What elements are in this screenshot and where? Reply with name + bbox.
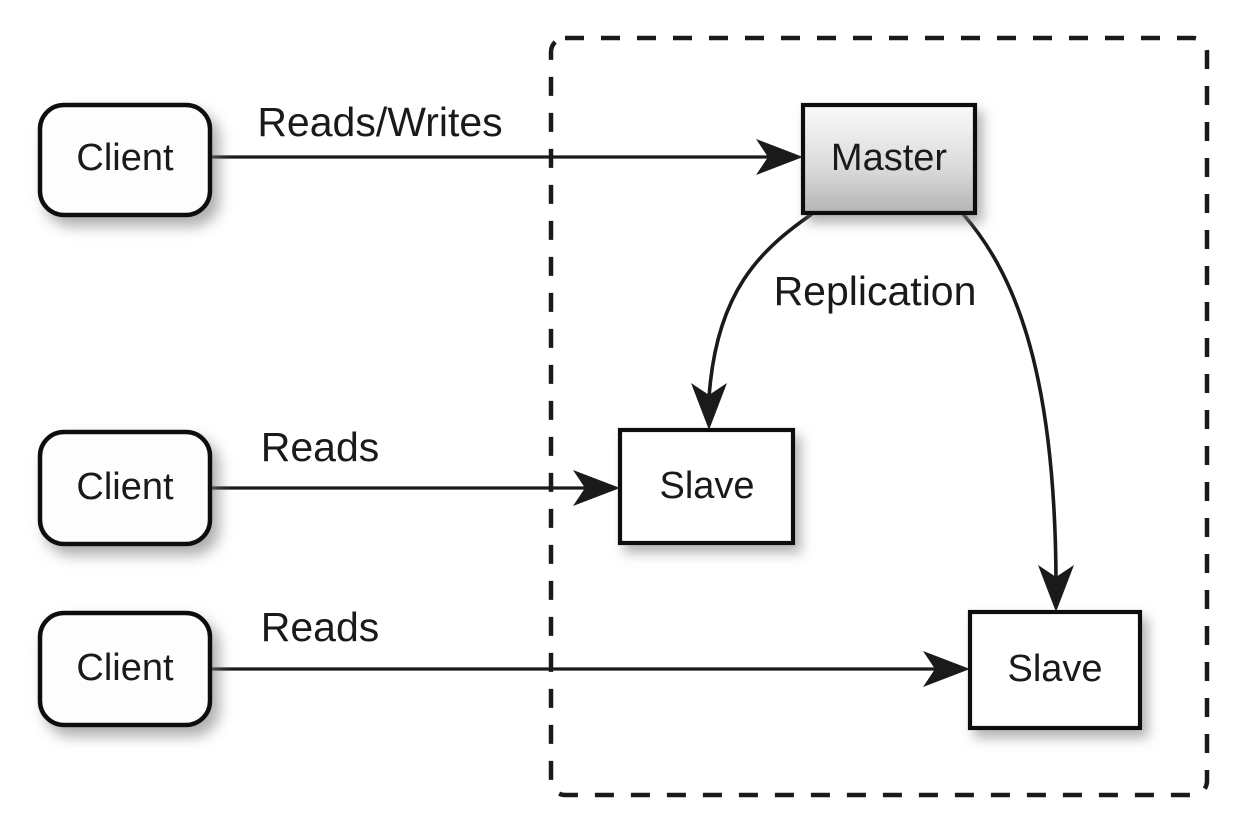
edge-master-to-slave1 xyxy=(691,212,814,430)
client-1-label: Client xyxy=(76,137,174,179)
edge-master-to-slave2 xyxy=(961,212,1074,612)
edge-label-reads-writes: Reads/Writes xyxy=(257,99,502,145)
client-3-box[interactable] xyxy=(37,610,213,728)
edge-client3-to-slave2 xyxy=(211,651,970,687)
slave-1-label: Slave xyxy=(659,465,754,507)
edge-label-replication: Replication xyxy=(774,268,977,314)
edge-curve-replication-right xyxy=(961,212,1058,581)
client-3-label: Client xyxy=(76,647,174,689)
edge-label-reads-1: Reads xyxy=(261,424,380,470)
client-2-label: Client xyxy=(76,466,174,508)
database-cluster-boundary xyxy=(548,35,1210,798)
slave-1-box[interactable] xyxy=(617,427,796,546)
node-master[interactable]: Master xyxy=(800,102,978,216)
slave-2-box[interactable] xyxy=(967,609,1143,731)
master-box[interactable] xyxy=(800,102,978,216)
arrowhead-down-icon xyxy=(691,383,727,430)
arrowhead-down-icon xyxy=(1038,565,1074,612)
slave-2-label: Slave xyxy=(1007,648,1102,690)
arrowhead-right-icon xyxy=(573,470,620,506)
edge-curve-replication-left xyxy=(707,212,814,399)
arrowhead-right-icon xyxy=(756,139,803,175)
edge-client1-to-master xyxy=(211,139,803,175)
master-label: Master xyxy=(831,137,947,179)
client-1-box[interactable] xyxy=(37,102,213,218)
edge-client2-to-slave1 xyxy=(211,470,620,506)
node-slave-1[interactable]: Slave xyxy=(617,427,796,546)
node-slave-2[interactable]: Slave xyxy=(967,609,1143,731)
node-client-2[interactable]: Client xyxy=(37,429,213,547)
arrowhead-right-icon xyxy=(923,651,970,687)
client-2-box[interactable] xyxy=(37,429,213,547)
node-client-1[interactable]: Client xyxy=(37,102,213,218)
node-client-3[interactable]: Client xyxy=(37,610,213,728)
edge-label-reads-2: Reads xyxy=(261,604,380,650)
